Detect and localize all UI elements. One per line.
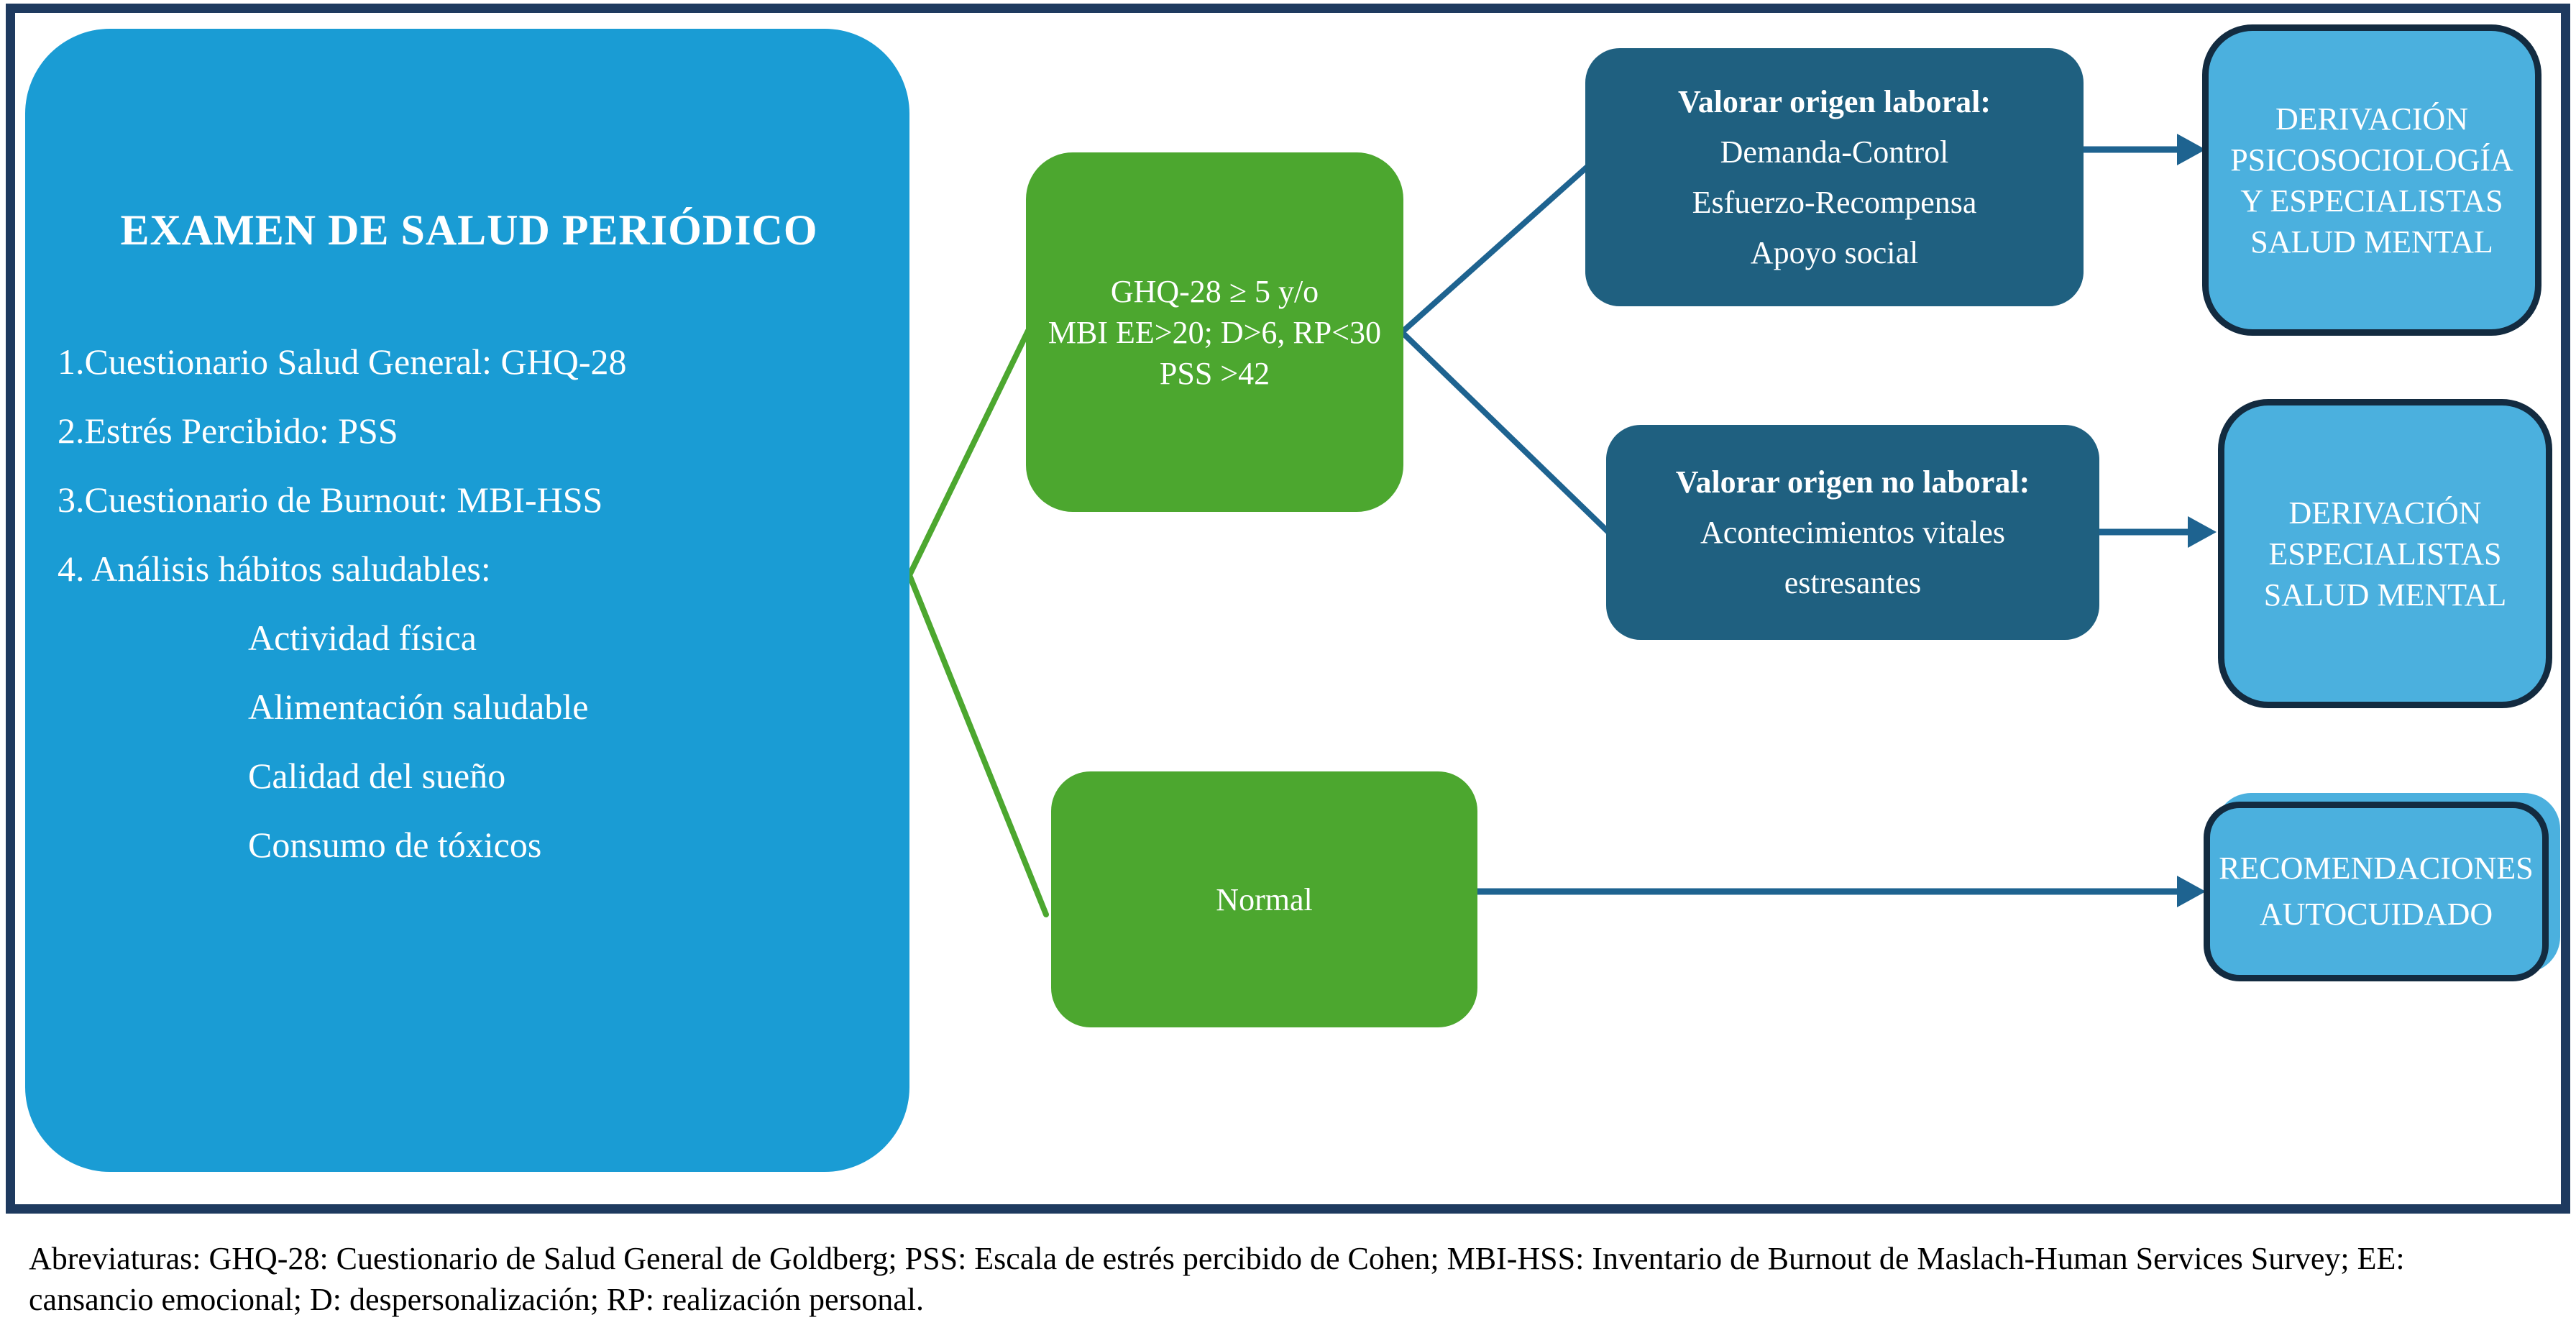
psico-line-1: DERIVACIÓN [2275, 101, 2469, 137]
no-laboral-acontecimientos: Acontecimientos vitales [1700, 514, 2005, 550]
examen-item-4: 4. Análisis hábitos saludables: [58, 549, 491, 589]
screening-positive-box: GHQ-28 ≥ 5 y/o MBI EE>20; D>6, RP<30 PSS… [1026, 152, 1403, 512]
psico-line-4: SALUD MENTAL [2250, 224, 2493, 260]
abbreviations-footer: Abreviaturas: GHQ-28: Cuestionario de Sa… [29, 1238, 2559, 1320]
habito-sueno: Calidad del sueño [248, 756, 506, 796]
valorar-origen-no-laboral-box: Valorar origen no laboral: Acontecimient… [1606, 425, 2099, 640]
screening-line-mbi: MBI EE>20; D>6, RP<30 [1048, 314, 1382, 350]
laboral-title: Valorar origen laboral: [1677, 83, 1991, 119]
abbreviations-line-2: cansancio emocional; D: despersonalizaci… [29, 1282, 924, 1317]
habito-alimentacion: Alimentación saludable [248, 687, 589, 727]
normal-label: Normal [1216, 881, 1313, 917]
normal-result-box: Normal [1051, 771, 1477, 1027]
esp-line-1: DERIVACIÓN [2288, 495, 2482, 531]
reco-line-2: AUTOCUIDADO [2259, 897, 2493, 932]
diagram-frame [6, 4, 2570, 1214]
recomendaciones-autocuidado-box: RECOMENDACIONES AUTOCUIDADO [2204, 802, 2549, 981]
no-laboral-title: Valorar origen no laboral: [1675, 464, 2030, 500]
screening-line-pss: PSS >42 [1159, 355, 1270, 391]
esp-line-2: ESPECIALISTAS [2268, 536, 2502, 572]
laboral-apoyo-social: Apoyo social [1750, 234, 1919, 270]
derivacion-especialistas-box: DERIVACIÓN ESPECIALISTAS SALUD MENTAL [2218, 399, 2552, 708]
psico-line-2: PSICOSOCIOLOGÍA [2230, 142, 2513, 178]
no-laboral-estresantes: estresantes [1784, 564, 1922, 600]
examen-item-1: 1.Cuestionario Salud General: GHQ-28 [58, 342, 627, 382]
derivacion-psicosociologia-box: DERIVACIÓN PSICOSOCIOLOGÍA Y ESPECIALIST… [2202, 24, 2541, 336]
abbreviations-line-1: Abreviaturas: GHQ-28: Cuestionario de Sa… [29, 1241, 2405, 1276]
examen-item-3: 3.Cuestionario de Burnout: MBI-HSS [58, 480, 603, 520]
laboral-esfuerzo-recompensa: Esfuerzo-Recompensa [1692, 184, 1977, 220]
habito-actividad-fisica: Actividad física [248, 618, 477, 658]
valorar-origen-laboral-box: Valorar origen laboral: Demanda-Control … [1585, 48, 2084, 306]
reco-line-1: RECOMENDACIONES [2219, 851, 2534, 886]
examen-salud-periodico-box: EXAMEN DE SALUD PERIÓDICO 1.Cuestionario… [25, 29, 909, 1172]
habito-toxicos: Consumo de tóxicos [248, 825, 542, 865]
psico-line-3: Y ESPECIALISTAS [2240, 183, 2503, 219]
laboral-demanda-control: Demanda-Control [1720, 134, 1949, 170]
screening-line-ghq: GHQ-28 ≥ 5 y/o [1110, 273, 1319, 309]
esp-line-3: SALUD MENTAL [2263, 577, 2507, 613]
examen-item-2: 2.Estrés Percibido: PSS [58, 411, 398, 451]
examen-title: EXAMEN DE SALUD PERIÓDICO [120, 206, 818, 254]
